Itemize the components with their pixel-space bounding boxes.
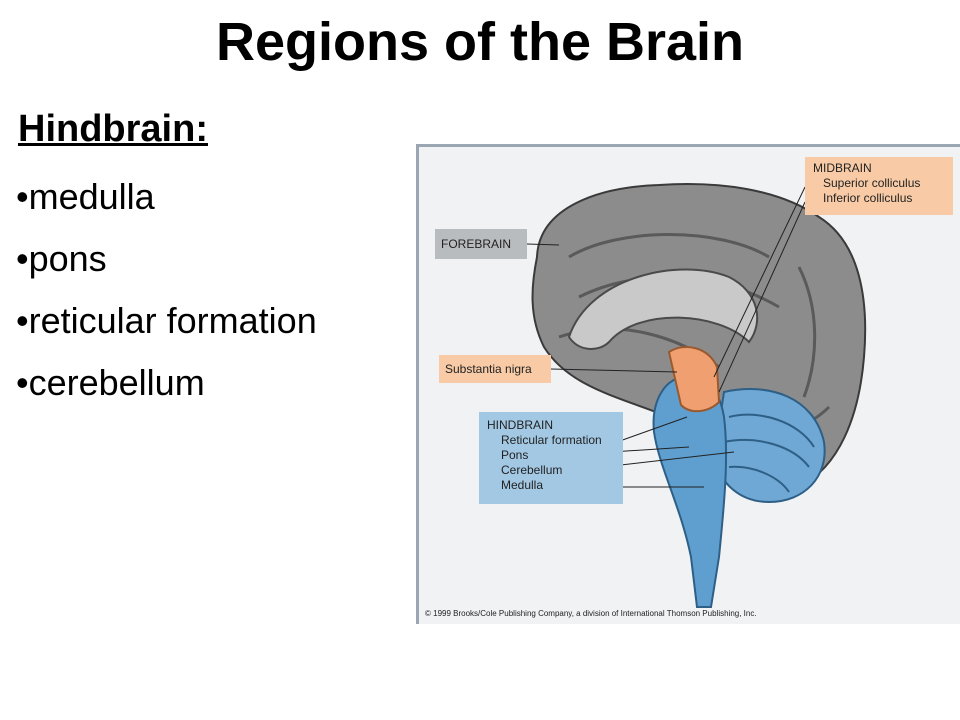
bullet-item: •pons — [16, 238, 107, 279]
pons-label: Pons — [501, 448, 529, 462]
corpus-callosum-shape — [567, 268, 759, 350]
brain-diagram: FOREBRAIN MIDBRAIN Superior colliculus I… — [416, 144, 960, 624]
inferior-colliculus-label: Inferior colliculus — [823, 191, 913, 205]
bullet-item: •medulla — [16, 176, 155, 217]
brainstem-shape — [652, 375, 728, 608]
bullet-item: •cerebellum — [16, 362, 205, 403]
midbrain-heading: MIDBRAIN — [813, 161, 872, 175]
hindbrain-label: HINDBRAIN Reticular formation Pons Cereb… — [479, 412, 623, 504]
cerebellum-label: Cerebellum — [501, 463, 563, 477]
medulla-label: Medulla — [501, 478, 544, 492]
midbrain-label: MIDBRAIN Superior colliculus Inferior co… — [805, 157, 953, 215]
substantia-nigra-label: Substantia nigra — [439, 355, 551, 383]
hindbrain-heading: HINDBRAIN — [487, 418, 554, 432]
superior-colliculus-label: Superior colliculus — [823, 176, 921, 190]
forebrain-label: FOREBRAIN — [435, 229, 527, 259]
section-heading: Hindbrain: — [18, 108, 208, 150]
brain-illustration — [526, 183, 867, 608]
bullet-item: •reticular formation — [16, 300, 317, 341]
copyright-notice: © 1999 Brooks/Cole Publishing Company, a… — [425, 609, 757, 618]
midbrain-shape — [667, 346, 721, 413]
bullet-list: •medulla •pons •reticular formation •cer… — [16, 172, 317, 420]
slide-title: Regions of the Brain — [215, 12, 745, 72]
cerebellum-shape — [712, 388, 826, 504]
reticular-formation-label: Reticular formation — [501, 433, 602, 447]
